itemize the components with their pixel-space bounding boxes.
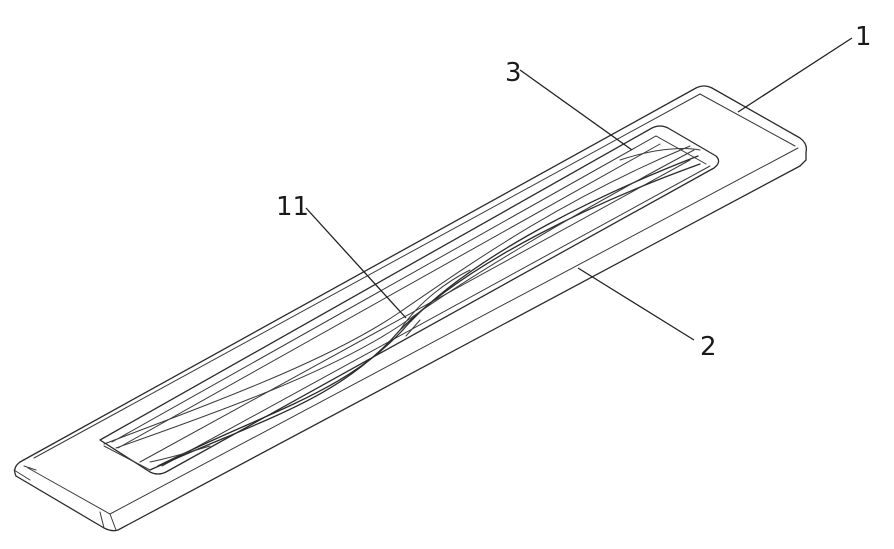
leader-1 — [737, 37, 853, 113]
curved-rib — [103, 145, 701, 471]
base-plate — [13, 85, 808, 532]
recess-slot — [99, 125, 720, 475]
callout-label-11: 11 — [276, 192, 310, 222]
leader-lines — [305, 37, 853, 341]
callout-label-1: 1 — [855, 22, 872, 52]
callout-label-2: 2 — [700, 332, 717, 362]
leader-3 — [519, 69, 633, 151]
leader-11 — [305, 207, 407, 319]
callout-label-3: 3 — [505, 58, 522, 88]
leader-2 — [577, 267, 695, 341]
